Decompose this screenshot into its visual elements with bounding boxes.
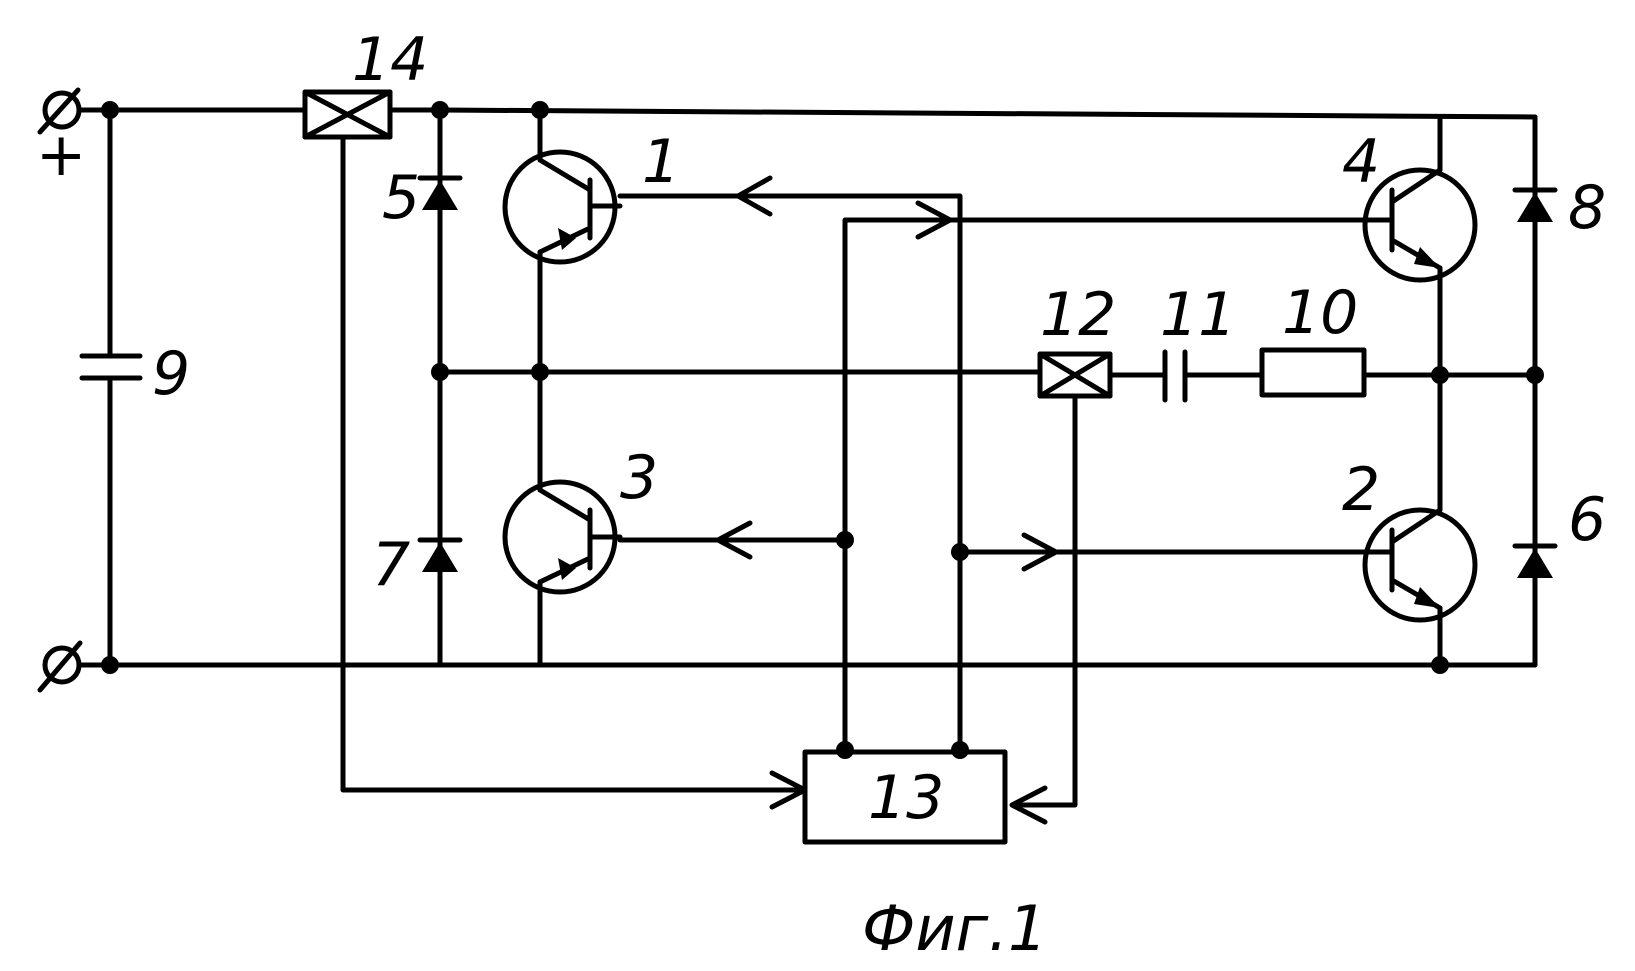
diode-5 <box>420 178 460 210</box>
transistor-3-label: 3 <box>620 443 658 513</box>
transistor-4 <box>1365 117 1475 375</box>
capacitor-9 <box>82 110 140 665</box>
capacitor-11-label: 11 <box>1160 280 1236 350</box>
sensor-14-label: 14 <box>352 25 428 95</box>
sensor-12-label: 12 <box>1040 280 1116 350</box>
transistor-1-label: 1 <box>642 127 680 197</box>
current-sensor-12 <box>1040 354 1110 396</box>
diode-7-label: 7 <box>372 530 410 600</box>
capacitor-9-label: 9 <box>152 339 190 409</box>
diode-7 <box>420 540 460 572</box>
transistor-1 <box>505 110 620 372</box>
transistor-4-label: 4 <box>1342 127 1380 197</box>
plus-label: + <box>36 120 86 190</box>
control-block-13-label: 13 <box>868 763 944 833</box>
diode-5-label: 5 <box>382 163 420 233</box>
diode-8 <box>1515 190 1555 222</box>
top-rail-right <box>390 110 1535 117</box>
resistor-10-label: 10 <box>1282 278 1358 348</box>
diode-8-label: 8 <box>1568 173 1606 243</box>
diode-6-label: 6 <box>1568 485 1606 555</box>
capacitor-11 <box>1165 352 1185 400</box>
transistor-3 <box>505 372 620 665</box>
junction-dots <box>101 101 1544 759</box>
diode-6 <box>1515 546 1555 578</box>
figure-caption: Фиг.1 <box>862 892 1047 965</box>
transistor-2-label: 2 <box>1342 455 1380 525</box>
sensor-12-signal-wire <box>1015 396 1075 805</box>
resistor-10 <box>1262 350 1364 395</box>
current-sensor-14 <box>305 92 390 137</box>
negative-terminal <box>40 643 80 690</box>
transistor-2 <box>1365 375 1475 665</box>
